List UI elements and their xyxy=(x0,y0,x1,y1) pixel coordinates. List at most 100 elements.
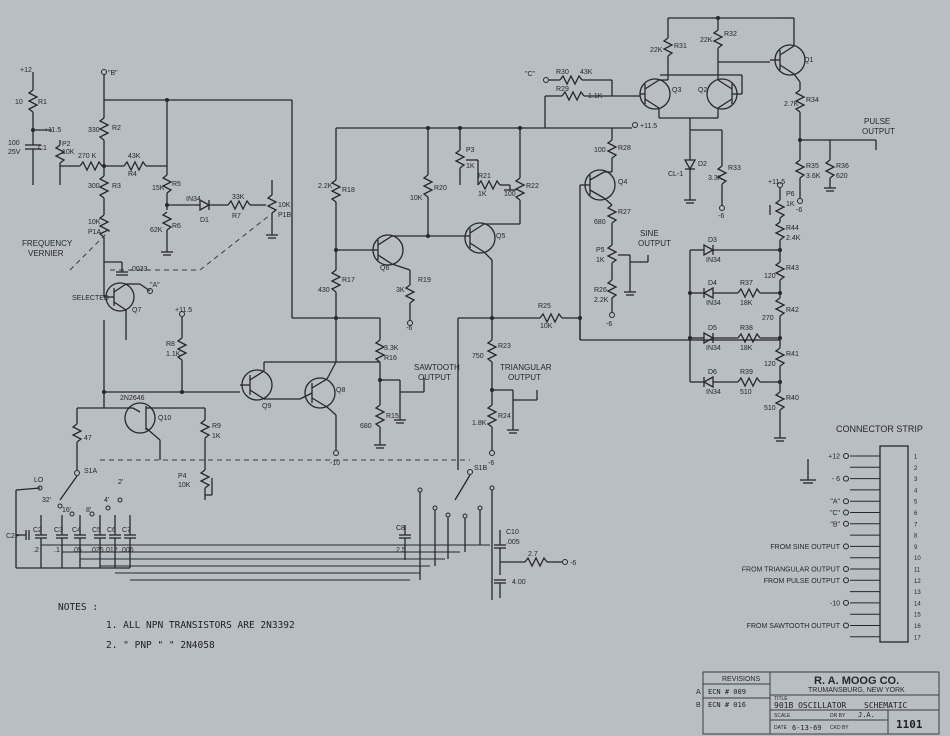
label-r5: R5 xyxy=(172,181,181,188)
label-r41: R41 xyxy=(786,351,799,358)
label-r21: R21 xyxy=(478,173,491,180)
label-q6: Q6 xyxy=(380,265,389,272)
label-d5v: IN34 xyxy=(706,345,721,352)
connector-pin-label: FROM TRIANGULAR OUTPUT xyxy=(742,567,841,574)
connector-pin-number: 3 xyxy=(914,477,918,483)
connector-pin-number: 5 xyxy=(914,500,918,506)
label-r6: R6 xyxy=(172,223,181,230)
label-c2v: .2 xyxy=(33,547,39,554)
drawn-by: J.A. xyxy=(858,711,875,719)
label-r2: R2 xyxy=(112,125,121,132)
label-p2v: 10K xyxy=(62,149,75,156)
label-q8: Q8 xyxy=(336,387,345,394)
label-q7: Q7 xyxy=(132,307,141,314)
label-p1bv: 10K xyxy=(278,202,291,209)
label-r35v: 3.6K xyxy=(806,173,821,180)
label-q10: Q10 xyxy=(158,415,171,422)
connector-pin-number: 12 xyxy=(914,579,921,585)
label-r4v: 43K xyxy=(128,153,141,160)
label-32ft: 32' xyxy=(42,497,51,504)
connector-pin-number: 13 xyxy=(914,590,921,596)
label-c1v2: 25V xyxy=(8,149,21,156)
connector-terminal xyxy=(843,577,849,584)
label-r37: R37 xyxy=(740,280,753,287)
label-4ft: 4' xyxy=(104,497,109,504)
label-q1: Q1 xyxy=(804,57,813,64)
label-q9: Q9 xyxy=(262,403,271,410)
label-r25v: 10K xyxy=(540,323,553,330)
label-r44v: 2.4K xyxy=(786,235,801,242)
label-s1b: S1B xyxy=(474,465,488,472)
connector-pin-label: +12 xyxy=(828,454,840,461)
label-r39: R39 xyxy=(740,369,753,376)
company-name: R. A. MOOG CO. xyxy=(814,675,899,687)
connector-pin-number: 16 xyxy=(914,624,921,630)
label-r30v: 43K xyxy=(580,69,593,76)
label-selected: SELECTED xyxy=(72,295,109,302)
label-r15: R15 xyxy=(386,413,399,420)
label-minus6-f: -6 xyxy=(606,321,612,328)
notes-line1: 1. ALL NPN TRANSISTORS ARE 2N3392 xyxy=(106,620,295,631)
label-p6v: 1K xyxy=(786,201,795,208)
label-r31: R31 xyxy=(674,43,687,50)
label-r35: R35 xyxy=(806,163,819,170)
label-r29v: 1.1K xyxy=(588,93,603,100)
label-c8v: 2.5 xyxy=(396,547,406,554)
label-sawtooth: SAWTOOTH xyxy=(414,363,460,372)
label-sine: SINE xyxy=(640,229,659,238)
label-p11-5b: +11.5 xyxy=(175,307,192,314)
label-r22v: 100 xyxy=(504,191,516,198)
label-d2: D2 xyxy=(698,161,707,168)
label-cl1: CL-1 xyxy=(668,171,683,178)
connector-pin-label: FROM PULSE OUTPUT xyxy=(764,578,841,585)
label-r7: R7 xyxy=(232,213,241,220)
connector-pin-label: FROM SINE OUTPUT xyxy=(770,544,840,551)
label-c7: C7 xyxy=(122,527,131,534)
label-r42v: 270 xyxy=(762,315,774,322)
label-r8v: 1.1K xyxy=(166,351,181,358)
label-r21v: 1K xyxy=(478,191,487,198)
label-lo: LO xyxy=(34,477,44,484)
label-p5v: 1K xyxy=(596,257,605,264)
label-minus6-b: -6 xyxy=(488,460,494,467)
connector-pin-number: 17 xyxy=(914,635,921,641)
title-label: TITLE xyxy=(774,696,788,702)
label-r24: R24 xyxy=(498,413,511,420)
label-r15v: 680 xyxy=(360,423,372,430)
label-q10-type: 2N2646 xyxy=(120,395,145,402)
drawing-number: 1101 xyxy=(896,718,923,731)
label-r25: R25 xyxy=(538,303,551,310)
revision-b: ECN # 016 xyxy=(708,701,746,709)
notes-heading: NOTES : xyxy=(58,602,98,613)
connector-pin-number: 6 xyxy=(914,511,918,517)
label-minus6-d: -6 xyxy=(796,207,802,214)
label-r36v: 620 xyxy=(836,173,848,180)
connector-pin-number: 1 xyxy=(914,455,918,461)
label-d1v: IN34 xyxy=(186,196,201,203)
label-r28: R28 xyxy=(618,145,631,152)
label-r19: R19 xyxy=(418,277,431,284)
label-r2v: 330 xyxy=(88,127,100,134)
label-r30: R30 xyxy=(556,69,569,76)
label-r17v: 430 xyxy=(318,287,330,294)
label-r5v: 15K xyxy=(152,185,165,192)
checked-by-label: CKD BY xyxy=(830,725,849,731)
label-p4v: 10K xyxy=(178,482,191,489)
label-p1a: P1A xyxy=(88,229,102,236)
label-c3: C3 xyxy=(54,527,63,534)
label-vernier: VERNIER xyxy=(28,249,64,258)
connector-pin-number: 15 xyxy=(914,613,921,619)
drawing-date: 6-13-69 xyxy=(792,724,822,732)
label-r16v: 3.3K xyxy=(384,345,399,352)
label-c2: C2 xyxy=(33,527,42,534)
label-r34: R34 xyxy=(806,97,819,104)
label-r29: R29 xyxy=(556,86,569,93)
label-q5: Q5 xyxy=(496,233,505,240)
label-q4: Q4 xyxy=(618,179,627,186)
label-minus6-c: -6 xyxy=(570,560,576,567)
label-r37v: 18K xyxy=(740,300,753,307)
connector-terminal xyxy=(843,498,849,505)
label-node-a: "A" xyxy=(150,282,160,289)
